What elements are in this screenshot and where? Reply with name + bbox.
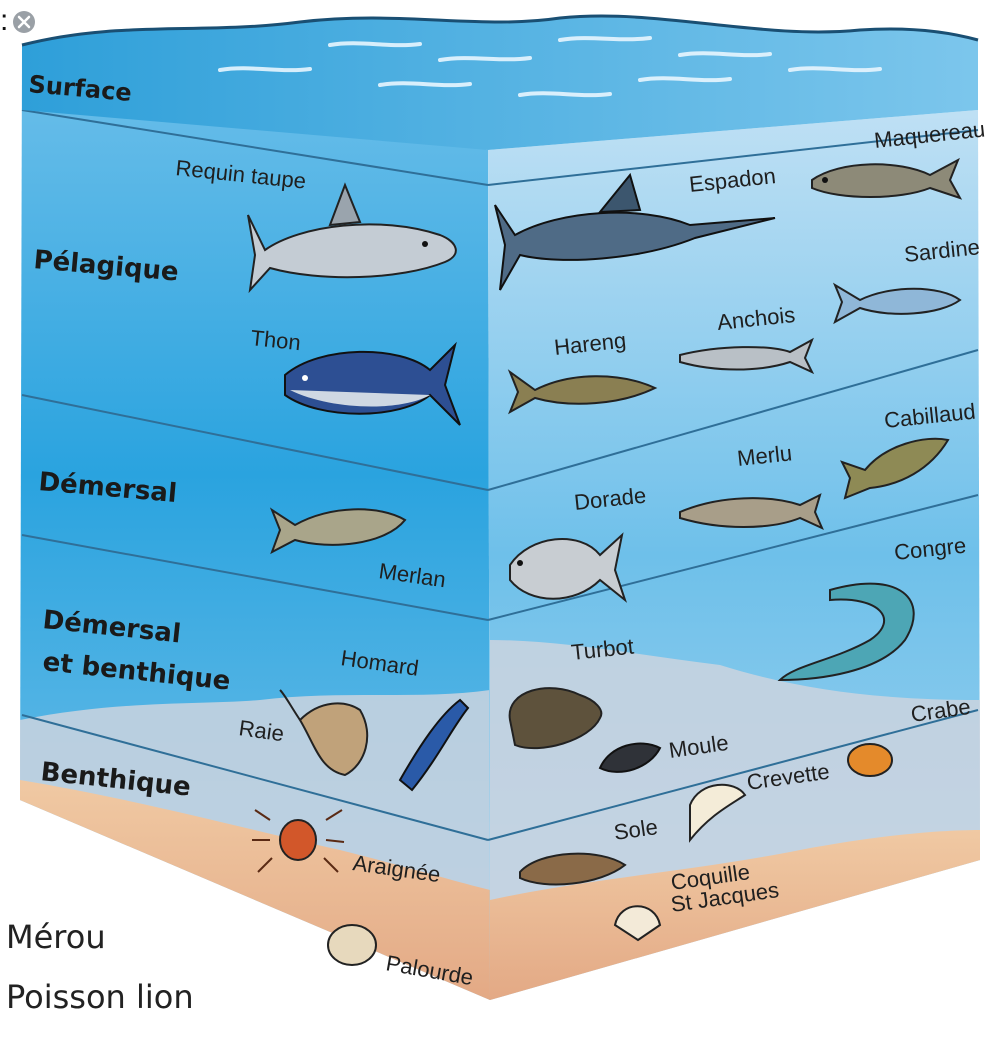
crab-illustration — [848, 744, 892, 776]
clam-illustration — [328, 925, 376, 965]
svg-text::: : — [0, 4, 8, 37]
caption-poisson-lion: Poisson lion — [6, 978, 194, 1016]
close-icon: : — [0, 0, 40, 40]
close-button[interactable]: : — [0, 0, 40, 40]
label-thon: Thon — [249, 325, 301, 355]
caption-merou: Mérou — [6, 918, 106, 956]
